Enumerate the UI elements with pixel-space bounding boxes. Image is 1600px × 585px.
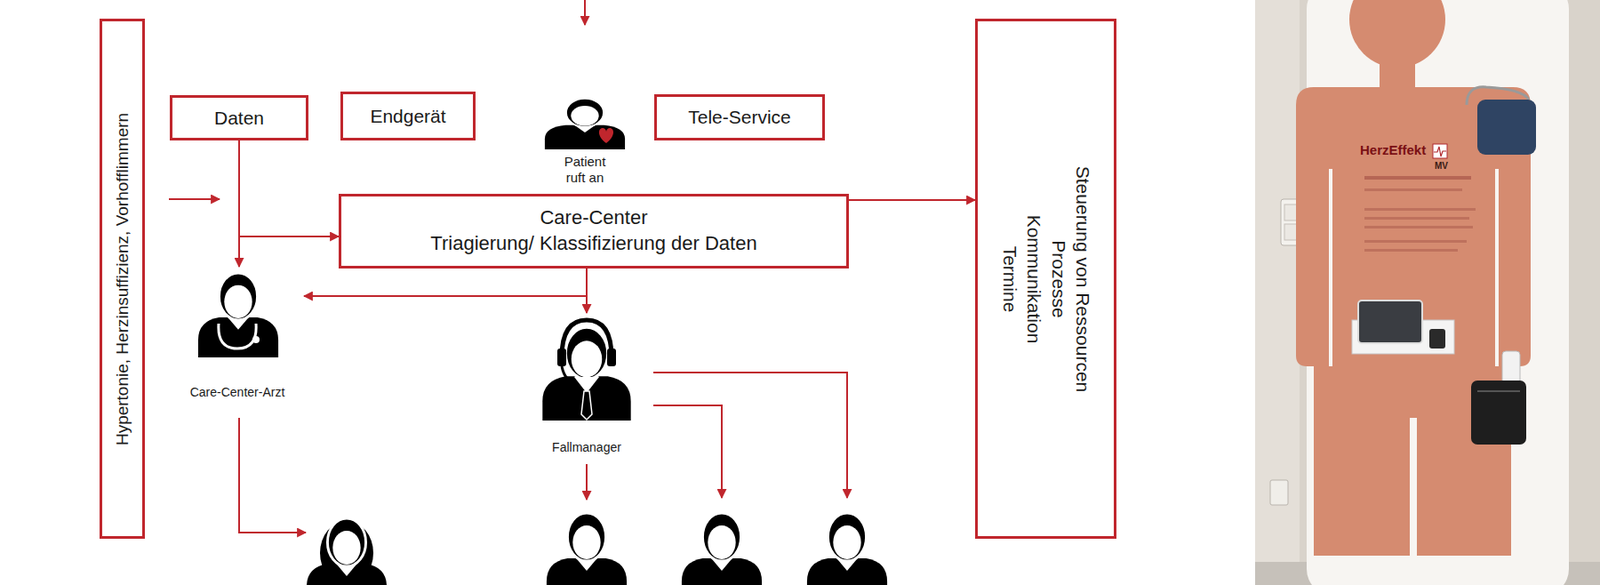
device-bag bbox=[1477, 390, 1520, 392]
headset-symbol bbox=[607, 348, 616, 367]
node-text: Endgerät bbox=[369, 104, 446, 128]
icon-label-group: Care-Center-Arzt bbox=[170, 384, 304, 400]
poster-text-line bbox=[1364, 225, 1473, 229]
poster-text-line bbox=[1364, 188, 1463, 192]
flow-arrow bbox=[239, 140, 339, 237]
power-socket bbox=[1270, 480, 1288, 505]
referral-arrow bbox=[239, 417, 306, 533]
device-box: Endgerät bbox=[340, 91, 476, 141]
case-manager-icon bbox=[542, 327, 631, 421]
tele-service-box: Tele-Service bbox=[654, 94, 825, 141]
flow-arrow bbox=[304, 268, 587, 296]
assign-arrow bbox=[653, 372, 848, 498]
node-text: Patient ruft an bbox=[556, 153, 614, 186]
poster-text-line bbox=[1364, 208, 1476, 211]
node-text: Care-Center-Arzt bbox=[190, 384, 286, 400]
silhouette-arm-gap bbox=[1495, 168, 1499, 367]
rotated-text-group: Steuerung von RessourcenProzesseKommunik… bbox=[997, 165, 1095, 392]
poster-text-line bbox=[1364, 248, 1458, 252]
node-text: Triagierung/ Klassifizierung der Daten bbox=[430, 231, 757, 257]
bottle bbox=[1502, 351, 1520, 385]
logo-mark bbox=[1432, 144, 1448, 159]
node-text: Care-Center bbox=[539, 205, 648, 232]
nurse-icon bbox=[306, 518, 387, 585]
care-center-box: Care-CenterTriagierung/ Klassifizierung … bbox=[338, 193, 849, 269]
device-bag bbox=[1471, 380, 1527, 445]
tablet bbox=[1358, 300, 1423, 344]
heart-symbol bbox=[599, 128, 614, 144]
tie-symbol bbox=[581, 391, 592, 420]
poster-text-line bbox=[1364, 216, 1470, 220]
photo-wall bbox=[1255, 0, 1300, 585]
assign-arrow bbox=[585, 464, 588, 500]
poster-text-line bbox=[1364, 240, 1467, 243]
logo-mark bbox=[1433, 146, 1447, 157]
node-text: Termine bbox=[997, 165, 1022, 392]
patient-node: Patient ruft an bbox=[531, 93, 639, 186]
silhouette-arm-gap bbox=[1328, 168, 1333, 367]
person-icon bbox=[681, 512, 762, 585]
node-text: Hypertonie, Herzinsuffizienz, Vorhofflim… bbox=[111, 112, 134, 445]
stethoscope-symbol bbox=[218, 323, 256, 349]
control-box: Steuerung von RessourcenProzesseKommunik… bbox=[975, 18, 1117, 539]
node-text: Kommunikation bbox=[1021, 165, 1046, 392]
patient-icon bbox=[544, 98, 625, 150]
person-icon bbox=[546, 512, 627, 585]
person-icon bbox=[807, 512, 888, 585]
node-text: Steuerung von Ressourcen bbox=[1070, 165, 1095, 392]
assign-arrow bbox=[653, 405, 722, 498]
node-text: Daten bbox=[214, 105, 264, 130]
rotated-text-group: Hypertonie, Herzinsuffizienz, Vorhofflim… bbox=[111, 112, 134, 445]
poster-text-line bbox=[1364, 176, 1472, 180]
doctor-node: Care-Center-Arzt bbox=[170, 266, 304, 400]
flow-arrow bbox=[848, 199, 976, 201]
logo-text: HerzEffekt bbox=[1360, 143, 1426, 159]
blood-pressure-cuff bbox=[1477, 99, 1536, 155]
node-text: Prozesse bbox=[1046, 165, 1071, 392]
logo-subtext: MV bbox=[1434, 160, 1448, 171]
stethoscope-symbol bbox=[252, 336, 260, 344]
incoming-arrow bbox=[584, 0, 586, 25]
flow-arrow bbox=[585, 268, 588, 313]
headset-symbol bbox=[557, 348, 567, 367]
node-text: Tele-Service bbox=[688, 104, 792, 129]
case-manager-node: Fallmanager bbox=[524, 312, 649, 456]
icon-label-group: Patient ruft an bbox=[531, 153, 639, 186]
data-box: Daten bbox=[169, 95, 309, 141]
disease-box: Hypertonie, Herzinsuffizienz, Vorhofflim… bbox=[99, 18, 145, 539]
headset-symbol bbox=[561, 320, 612, 358]
silhouette-leg-gap bbox=[1409, 417, 1417, 560]
node-text: Fallmanager bbox=[552, 440, 622, 456]
small-device bbox=[1429, 328, 1446, 349]
doctor-icon bbox=[198, 272, 279, 358]
disease-arrow bbox=[168, 198, 220, 200]
icon-label-group: Fallmanager bbox=[524, 440, 649, 456]
